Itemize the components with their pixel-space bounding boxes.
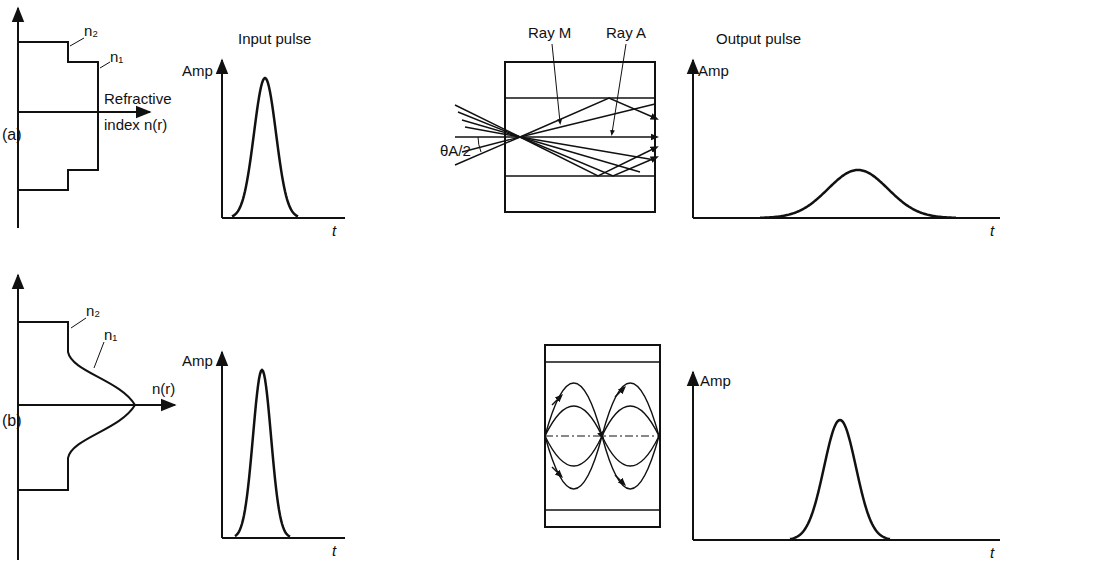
index-label: n₂: [84, 22, 98, 39]
axis-label: Amp: [182, 62, 213, 79]
core-boundary: [505, 97, 655, 99]
part-label: (a): [2, 126, 22, 144]
pulses: [232, 78, 956, 539]
leader-line: [71, 318, 86, 328]
pulse-curve: [790, 420, 890, 539]
leader-line: [94, 342, 104, 368]
pulse-curve: [232, 78, 298, 216]
axis: [692, 372, 694, 540]
axis: [222, 537, 345, 539]
leader-line: [100, 62, 110, 68]
part-label: (b): [2, 412, 22, 430]
axis: [693, 539, 1000, 541]
fibre-outline: [545, 345, 660, 527]
index-label: n₁: [104, 326, 117, 343]
step-profile: [18, 42, 98, 190]
core-boundary: [505, 175, 655, 177]
axis: [221, 60, 223, 218]
axis-label: Refractive index n(r): [104, 86, 186, 138]
index-label: n₁: [110, 48, 123, 65]
axis: [18, 111, 150, 113]
axis-label: t: [332, 542, 336, 559]
index-label: n₂: [86, 302, 100, 319]
axis: [18, 404, 175, 406]
ray-label: Ray A: [606, 24, 646, 41]
axis-label: t: [990, 222, 994, 239]
graded-profile: [18, 322, 135, 490]
axis: [221, 352, 223, 538]
graded-rays: [545, 383, 659, 489]
plot-title: Output pulse: [716, 30, 801, 47]
axis-label: Amp: [700, 372, 731, 389]
axis-label: Amp: [182, 352, 213, 369]
core-boundary: [545, 509, 660, 511]
axis-label: Amp: [698, 62, 729, 79]
pulse-curve: [235, 370, 290, 537]
rays: [455, 98, 655, 176]
axis-label: t: [990, 544, 994, 561]
leader-line: [70, 38, 84, 46]
leader-line: [552, 44, 560, 122]
axis-label: n(r): [152, 380, 175, 397]
ray-label: Ray M: [528, 24, 571, 41]
axis: [222, 217, 345, 219]
leader-line: [612, 44, 626, 133]
angle-label: θA/2: [440, 142, 471, 159]
core-boundary: [545, 361, 660, 363]
plot-title: Input pulse: [238, 30, 311, 47]
axis-label: t: [332, 222, 336, 239]
axis: [692, 60, 694, 218]
pulse-curve: [760, 170, 956, 218]
